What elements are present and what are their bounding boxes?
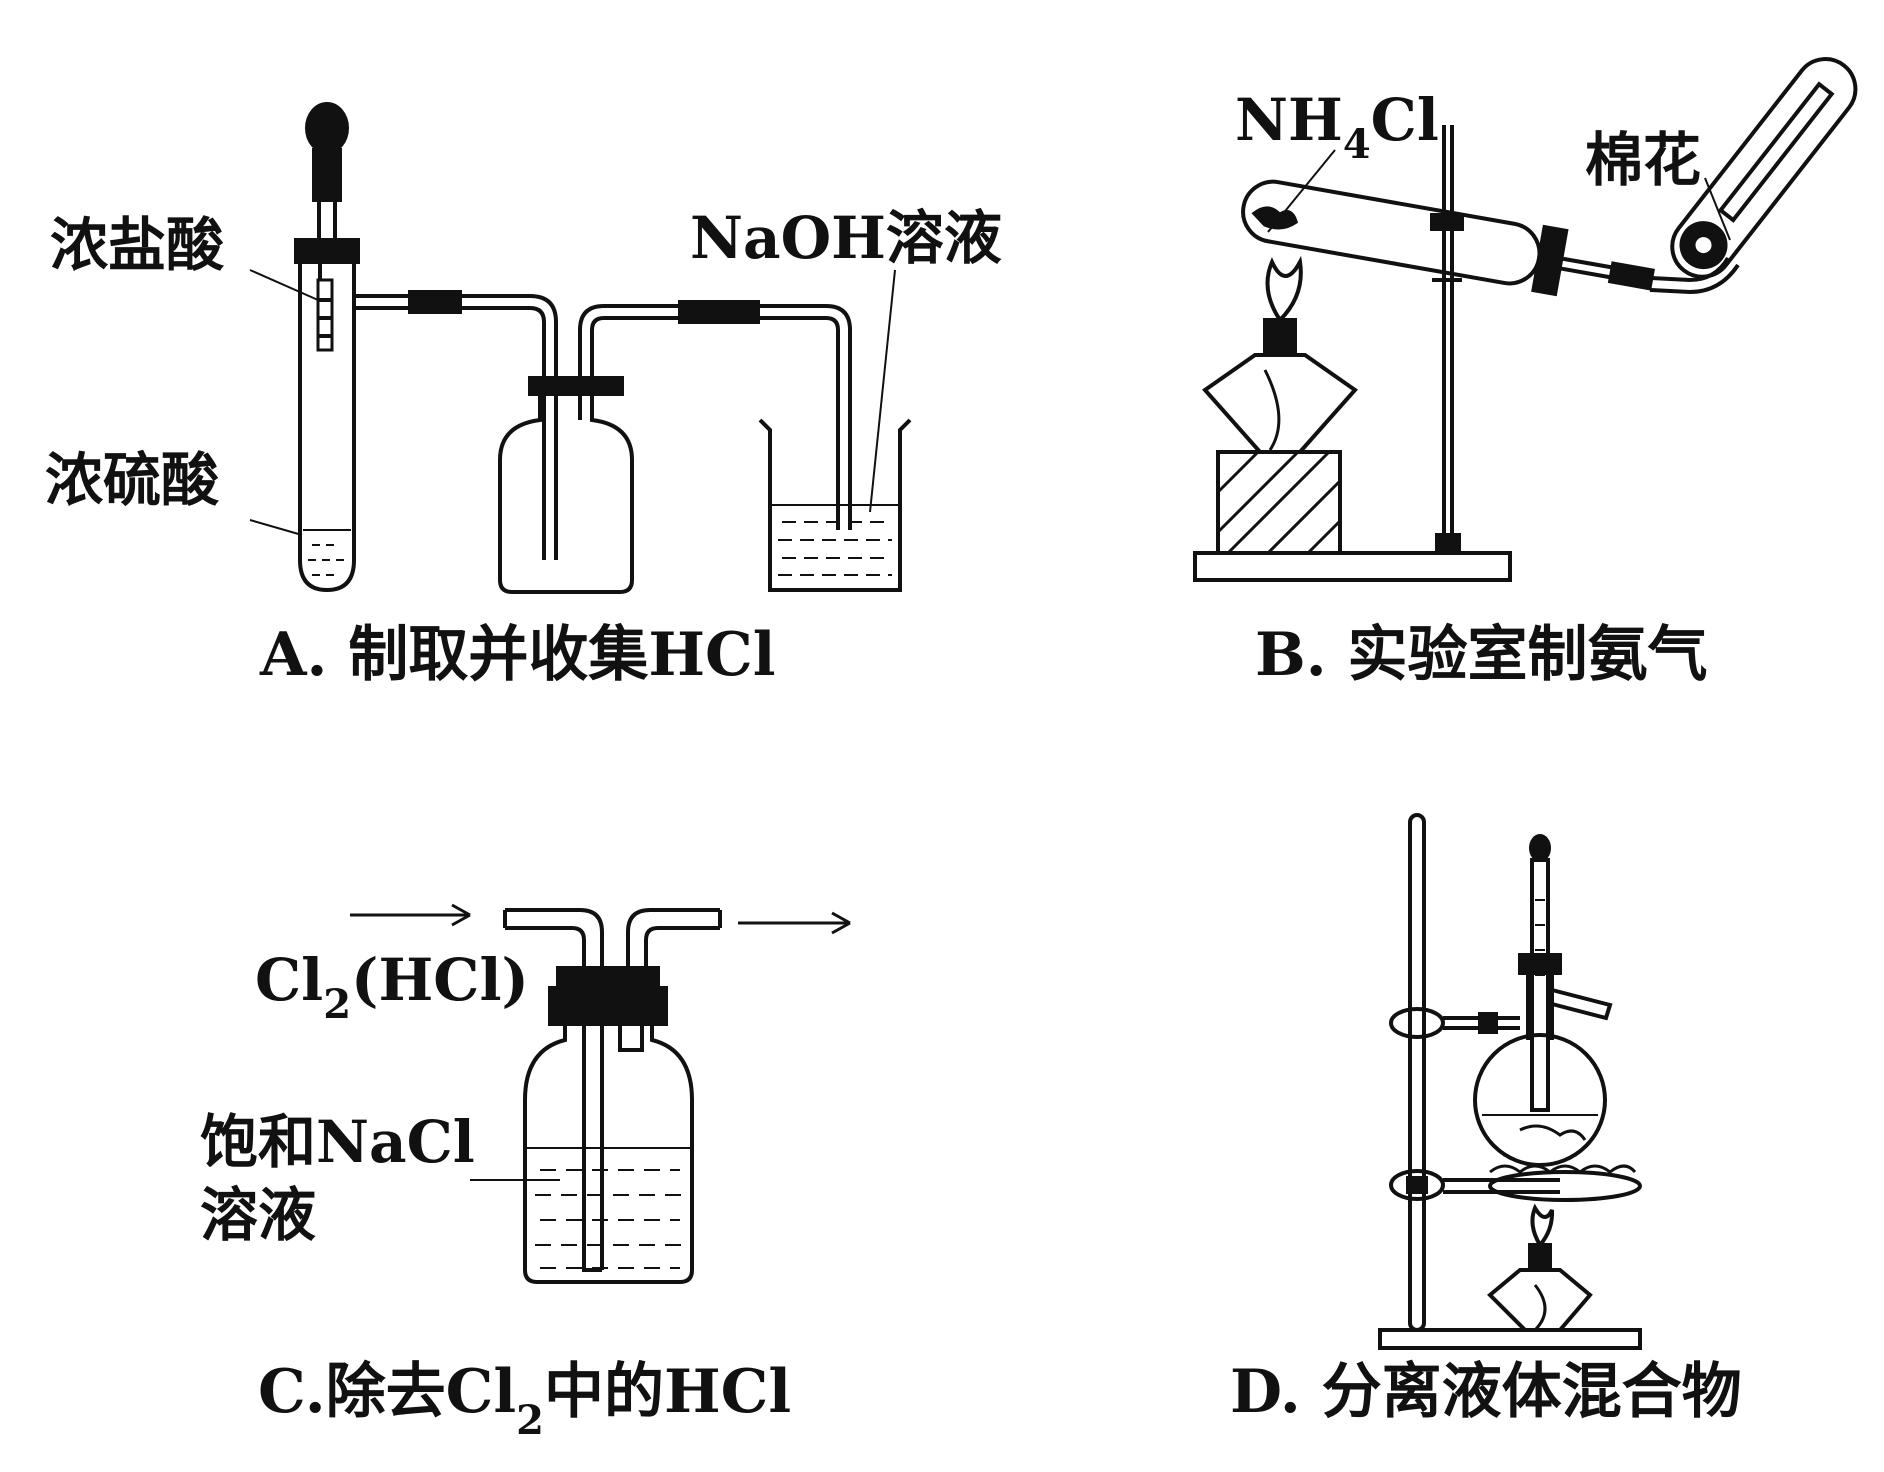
label-conc-hcl: 浓盐酸	[50, 211, 225, 279]
panel-b	[1193, 57, 1858, 582]
label-saturated-nacl: 饱和NaCl	[200, 1108, 475, 1176]
caption-a: A. 制取并收集HCl	[259, 620, 776, 690]
caption-d: D. 分离液体混合物	[1230, 1357, 1742, 1427]
panel-d	[1378, 813, 1642, 1350]
thermometer	[1530, 858, 1550, 1112]
label-nh4cl: NH4Cl	[1235, 86, 1439, 168]
acid-liquid	[303, 529, 351, 576]
test-tube	[298, 262, 356, 593]
label-solution: 溶液	[200, 1181, 316, 1249]
label-conc-h2so4: 浓硫酸	[45, 446, 220, 514]
stopper	[294, 238, 360, 264]
distilling-flask	[1473, 1033, 1607, 1167]
alcohol-lamp-d	[1487, 1268, 1593, 1332]
caption-c: C.除去Cl2中的HCl	[258, 1357, 791, 1444]
stand-base	[1193, 551, 1512, 582]
panel-a	[249, 102, 912, 594]
bottle-stopper	[556, 966, 660, 990]
iron-stand-base	[1378, 1328, 1642, 1350]
iron-stand-rod	[1408, 813, 1426, 1332]
label-cl2-hcl: Cl2(HCl)	[255, 946, 529, 1028]
nacl-liquid	[527, 1147, 690, 1269]
alcohol-lamp	[1202, 353, 1358, 454]
naoh-liquid	[772, 504, 898, 576]
wash-bottle	[523, 1024, 694, 1284]
caption-b: B. 实验室制氨气	[1255, 620, 1708, 690]
gas-bottle	[528, 376, 624, 396]
beaker	[758, 418, 912, 592]
panel-c	[350, 903, 851, 1284]
label-naoh-solution: NaOH溶液	[690, 204, 1002, 272]
dropper-bulb	[305, 102, 349, 154]
label-cotton: 棉花	[1585, 126, 1701, 194]
heating-tube	[1241, 179, 1542, 286]
collection-tube	[1670, 57, 1858, 279]
